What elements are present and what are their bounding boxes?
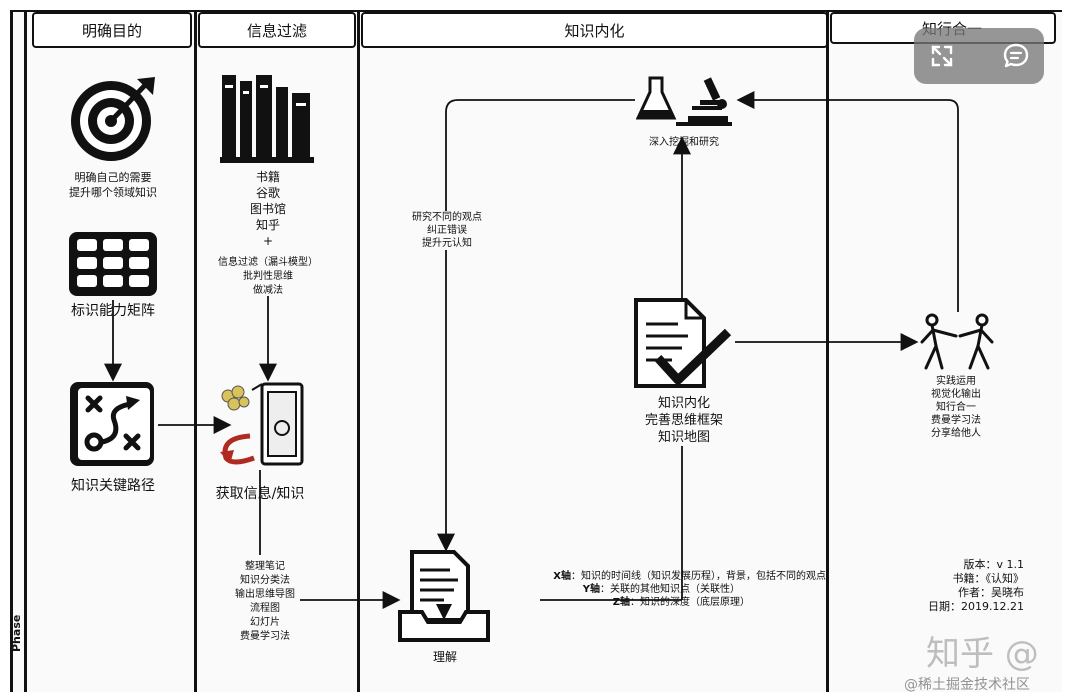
lane-divider-3 bbox=[826, 10, 829, 692]
top-border bbox=[10, 10, 1062, 12]
left-border-outer bbox=[10, 10, 13, 692]
target-caption: 明确自己的需要 提升哪个领域知识 bbox=[69, 171, 157, 199]
target-icon bbox=[71, 77, 155, 161]
get-info-caption: 获取信息/知识 bbox=[215, 486, 305, 502]
filter-notes: 信息过滤（漏斗模型） 批判性思维 做减法 bbox=[218, 257, 318, 296]
internalize-caption: 知识内化 完善思维框架 知识地图 bbox=[626, 395, 742, 446]
treasure-safe-icon bbox=[220, 382, 304, 466]
lane-header-filter: 信息过滤 bbox=[198, 12, 356, 48]
books-icon bbox=[220, 75, 314, 163]
zhihu-watermark: 知乎 @ bbox=[926, 634, 1039, 674]
version-info: 版本：v 1.1 书籍：《认知》 作者：吴晓布 日期：2019.12.21 bbox=[928, 558, 1024, 613]
comment-button[interactable] bbox=[996, 36, 1036, 76]
practice-caption: 实践运用 视觉化输出 知行合一 费曼学习法 分享给他人 bbox=[931, 376, 981, 439]
lane-header-purpose: 明确目的 bbox=[32, 12, 192, 48]
matrix-icon bbox=[69, 232, 157, 296]
lane-header-internalize: 知识内化 bbox=[361, 12, 828, 48]
matrix-caption: 标识能力矩阵 bbox=[71, 303, 155, 319]
strategy-board-icon bbox=[70, 382, 154, 466]
path-caption: 知识关键路径 bbox=[71, 478, 155, 494]
understand-caption: 理解 bbox=[432, 650, 457, 664]
collaboration-icon bbox=[920, 313, 994, 370]
fullscreen-button[interactable] bbox=[922, 36, 962, 76]
phase-label: Phase bbox=[10, 614, 23, 652]
lane-divider-2 bbox=[357, 10, 360, 692]
sources-list: 书籍 谷歌 图书馆 知乎 + bbox=[249, 170, 286, 248]
juejin-watermark: @稀土掘金技术社区 bbox=[904, 677, 1030, 693]
document-check-icon bbox=[634, 298, 732, 388]
inbox-document-icon bbox=[398, 550, 490, 642]
image-action-toolbar bbox=[914, 28, 1044, 84]
diagram-canvas bbox=[10, 10, 1062, 692]
notes-list: 整理笔记 知识分类法 输出思维导图 流程图 幻灯片 费曼学习法 bbox=[235, 561, 295, 642]
research-caption: 深入挖掘和研究 bbox=[649, 137, 719, 148]
left-border-inner bbox=[24, 10, 27, 692]
comment-icon bbox=[1003, 43, 1029, 68]
lane-divider-1 bbox=[194, 10, 197, 692]
arrow-practice-to-research bbox=[736, 91, 959, 312]
arrow-research-to-understand bbox=[437, 99, 635, 552]
research-notes: 研究不同的观点 纠正错误 提升元认知 bbox=[392, 211, 502, 250]
lab-research-icon bbox=[636, 76, 732, 126]
expand-icon bbox=[931, 45, 953, 67]
axes-legend: X轴：知识的时间线（知识发展历程），背景，包括不同的观点 Y轴：关联的其他知识点… bbox=[553, 571, 826, 608]
